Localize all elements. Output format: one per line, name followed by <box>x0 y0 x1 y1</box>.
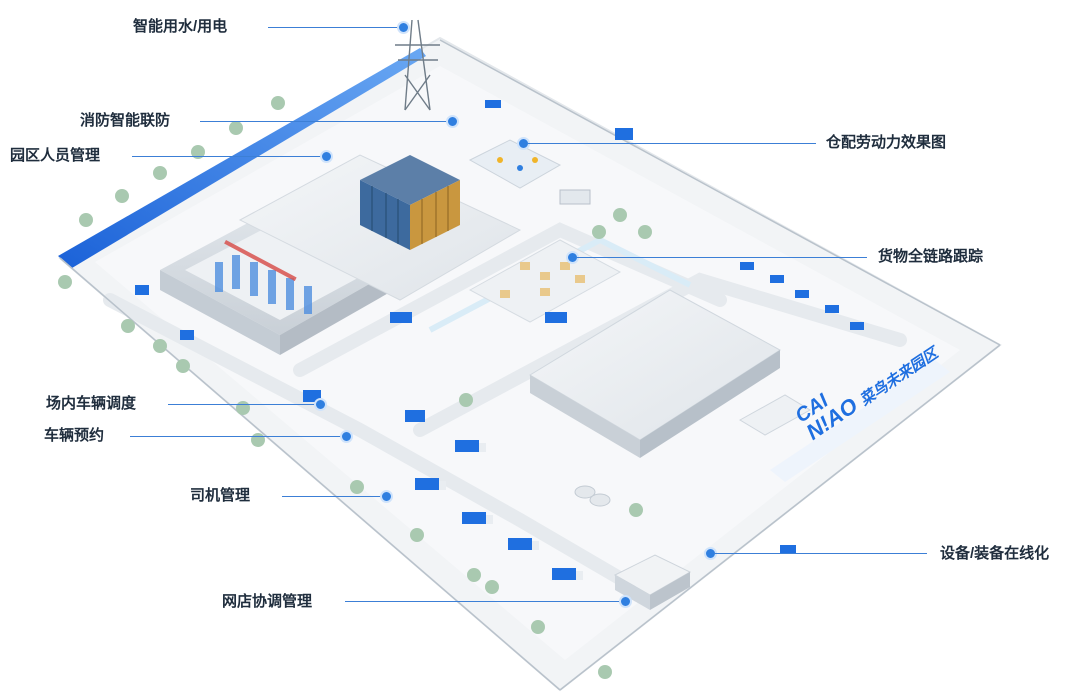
callout-cargo-tracking: 货物全链路跟踪 <box>878 248 984 265</box>
leader-park-personnel <box>132 156 322 157</box>
leader-smart-water-power <box>268 27 398 28</box>
leader-cargo-tracking <box>577 257 867 258</box>
callout-fire-protection: 消防智能联防 <box>80 112 171 129</box>
callout-driver-management: 司机管理 <box>190 487 251 504</box>
callout-store-coordination: 网店协调管理 <box>222 593 313 610</box>
callout-warehouse-labor: 仓配劳动力效果图 <box>826 134 947 151</box>
cainiao-logo <box>770 360 950 482</box>
storage-tanks <box>574 485 611 507</box>
trucks <box>135 100 864 580</box>
callout-vehicle-booking: 车辆预约 <box>44 427 105 444</box>
callout-park-personnel: 园区人员管理 <box>10 147 101 164</box>
callout-yard-dispatch: 场内车辆调度 <box>46 395 137 412</box>
leader-vehicle-booking <box>130 436 342 437</box>
power-tower <box>395 19 440 111</box>
leader-store-coordination <box>345 601 621 602</box>
central-warehouse <box>529 289 781 458</box>
leader-driver-management <box>282 496 382 497</box>
automated-storage-tower <box>360 155 460 250</box>
marker-fire-protection <box>446 115 459 128</box>
labor-area <box>468 139 562 189</box>
marker-vehicle-booking <box>340 430 353 443</box>
marker-smart-water-power <box>397 21 410 34</box>
leader-warehouse-labor <box>528 143 816 144</box>
callout-smart-water-power: 智能用水/用电 <box>133 18 228 35</box>
leader-yard-dispatch <box>168 404 316 405</box>
callout-device-online: 设备/装备在线化 <box>940 545 1050 562</box>
marker-park-personnel <box>320 150 333 163</box>
fence <box>59 39 1001 691</box>
marker-yard-dispatch <box>314 398 327 411</box>
leader-device-online <box>715 553 927 554</box>
marker-store-coordination <box>619 595 632 608</box>
marker-driver-management <box>380 490 393 503</box>
boundary-stripe <box>58 48 426 268</box>
office-building <box>613 554 692 610</box>
parcel-yard <box>468 239 622 323</box>
storage-shed <box>739 394 811 436</box>
leader-fire-protection <box>200 121 448 122</box>
